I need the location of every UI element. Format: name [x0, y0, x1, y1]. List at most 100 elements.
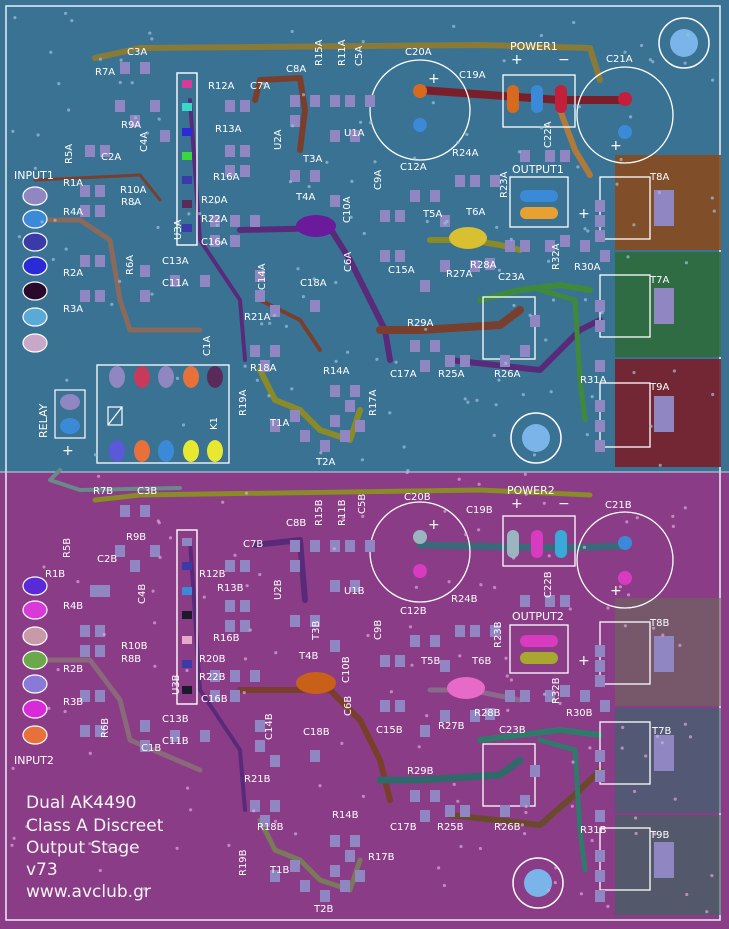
smd-pad	[600, 700, 610, 712]
via	[588, 746, 592, 750]
via	[615, 182, 619, 186]
board-title-line-1: Dual AK4490	[26, 793, 136, 813]
cap-c21b	[576, 511, 674, 609]
smd-pad	[330, 540, 340, 552]
pad-layer	[80, 62, 610, 902]
smd-pad	[140, 720, 150, 732]
smd-pad	[595, 890, 605, 902]
component-label-r24a: R24A	[452, 148, 479, 159]
via	[424, 327, 428, 331]
via	[63, 709, 67, 714]
component-label-t2b: T2B	[313, 904, 333, 915]
via	[660, 741, 664, 745]
component-label-t6a: T6A	[465, 207, 485, 218]
via	[661, 633, 665, 637]
via	[465, 132, 469, 137]
via	[346, 350, 350, 354]
component-label-r4a: R4A	[63, 207, 83, 218]
smd-pad	[410, 635, 420, 647]
via	[227, 843, 231, 848]
via	[181, 423, 186, 427]
component-label-r6a: R6A	[125, 255, 136, 275]
via	[57, 82, 61, 86]
smd-pad	[140, 265, 150, 277]
smd-pad	[430, 190, 440, 202]
smd-pad	[130, 115, 140, 127]
smd-pad	[240, 100, 250, 112]
component-label-r4b: R4B	[63, 601, 83, 612]
smd-pad	[345, 540, 355, 552]
smd-pad	[160, 130, 170, 142]
via	[189, 808, 193, 812]
component-label-r27a: R27A	[446, 269, 473, 280]
component-label-r31b: R31B	[580, 825, 607, 836]
via	[632, 370, 636, 375]
component-label-r7a: R7A	[95, 67, 115, 78]
smd-pad	[115, 545, 125, 557]
via	[388, 411, 392, 415]
via	[532, 453, 537, 457]
via	[56, 668, 60, 672]
smd-pad	[300, 880, 310, 892]
cap-c21a	[576, 66, 674, 164]
output1-connector	[509, 176, 569, 228]
smd-pad	[255, 270, 265, 282]
smd-pad	[545, 150, 555, 162]
component-label-r18b: R18B	[257, 822, 284, 833]
smd-pad	[340, 880, 350, 892]
component-label-c22b: C22B	[543, 571, 554, 598]
via	[586, 229, 590, 233]
via	[132, 202, 136, 206]
component-label-r16b: R16B	[213, 633, 240, 644]
via	[274, 651, 278, 655]
smd-pad	[380, 210, 390, 222]
smd-pad	[140, 290, 150, 302]
via	[130, 81, 134, 85]
smd-pad	[330, 95, 340, 107]
via	[688, 735, 693, 739]
via	[710, 874, 714, 878]
smd-pad	[420, 725, 430, 737]
power2-connector	[502, 515, 576, 567]
smd-pad	[350, 580, 360, 592]
smd-pad	[95, 725, 105, 737]
via	[359, 120, 363, 124]
smd-pad	[595, 850, 605, 862]
smd-pad	[300, 430, 310, 442]
via	[349, 215, 353, 219]
smd-pad	[595, 420, 605, 432]
via	[185, 668, 189, 673]
input1-label: INPUT1	[14, 169, 54, 182]
via	[653, 832, 657, 836]
smd-pad	[530, 315, 540, 327]
smd-pad	[80, 185, 90, 197]
component-label-r17a: R17A	[368, 389, 379, 416]
board-title-line-4: v73	[26, 860, 58, 880]
via	[576, 165, 580, 169]
via	[198, 212, 202, 216]
via	[463, 397, 467, 401]
smd-pad	[270, 345, 280, 357]
smd-pad	[580, 240, 590, 252]
c21a-plus-symbol: +	[610, 138, 622, 154]
smd-pad	[330, 385, 340, 397]
smd-pad	[595, 870, 605, 882]
component-label-r28a: R28A	[470, 260, 497, 271]
smd-pad	[310, 300, 320, 312]
smd-pad	[290, 410, 300, 422]
smd-pad	[210, 690, 220, 702]
via	[546, 888, 550, 892]
component-label-r14b: R14B	[332, 810, 359, 821]
cap-c10b-body	[296, 672, 336, 694]
via	[156, 519, 160, 523]
smd-pad	[520, 150, 530, 162]
component-label-u3a: U3A	[173, 219, 184, 240]
power1-plus-symbol: +	[511, 52, 523, 68]
via	[655, 734, 660, 738]
smd-pad	[170, 275, 180, 287]
smd-pad	[255, 720, 265, 732]
via	[504, 656, 508, 660]
component-label-r26b: R26B	[494, 822, 521, 833]
smd-pad	[440, 710, 450, 722]
